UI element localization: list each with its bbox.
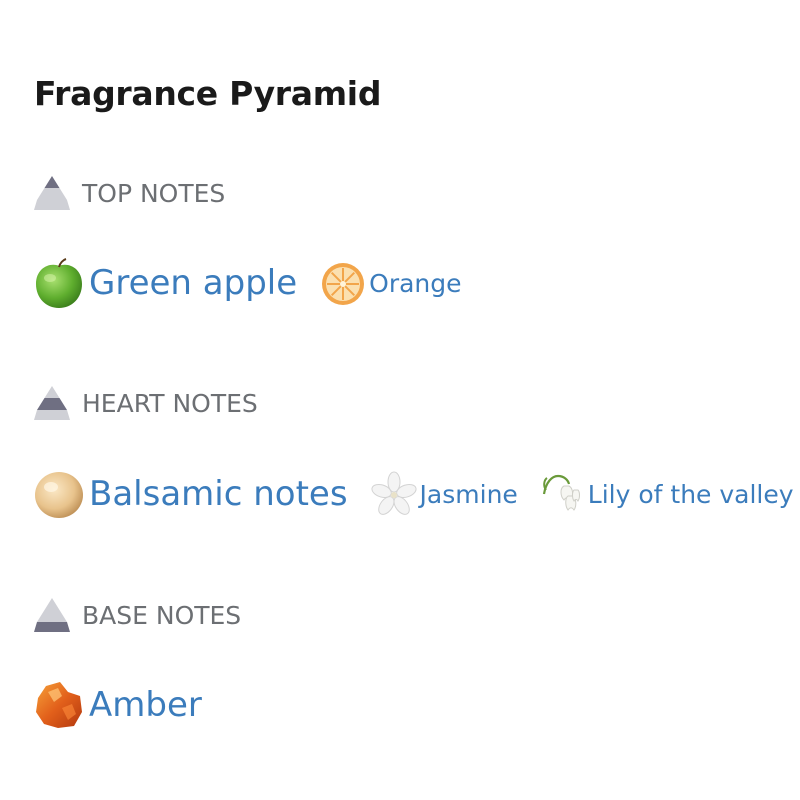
pyramid-base-icon	[34, 598, 70, 632]
balsamic-resin-icon	[35, 472, 83, 518]
note-name: Lily of the valley	[587, 479, 794, 509]
note-name: Amber	[89, 685, 202, 725]
section-label-heart-notes: HEART NOTES	[82, 388, 258, 418]
section-label-top-notes: TOP NOTES	[82, 178, 226, 208]
green-apple-icon	[36, 258, 82, 308]
orange-slice-icon	[322, 263, 365, 305]
notes-list-base: Amber	[32, 677, 202, 733]
note-balsamic-notes[interactable]: Balsamic notes	[32, 467, 348, 521]
section-header-top-notes: TOP NOTES	[33, 173, 225, 213]
note-name: Jasmine	[419, 479, 518, 509]
amber-stone-icon	[36, 682, 82, 728]
section-header-heart-notes: HEART NOTES	[33, 383, 258, 423]
note-name: Green apple	[89, 263, 298, 303]
note-green-apple[interactable]: Green apple	[32, 256, 297, 310]
section-label-base-notes: BASE NOTES	[82, 600, 242, 630]
note-orange[interactable]: Orange	[319, 259, 462, 307]
pyramid-top-icon	[34, 176, 70, 210]
page-title: Fragrance Pyramid	[34, 74, 382, 113]
section-header-base-notes: BASE NOTES	[33, 595, 241, 635]
jasmine-flower-icon	[370, 471, 417, 515]
note-lily-of-the-valley[interactable]: Lily of the valley	[538, 470, 794, 518]
lily-of-the-valley-icon	[542, 474, 580, 511]
notes-list-heart: Balsamic notes Jasmine Lily of th	[32, 466, 794, 522]
note-amber[interactable]: Amber	[32, 678, 202, 732]
note-jasmine[interactable]: Jasmine	[370, 470, 518, 518]
pyramid-middle-icon	[34, 386, 70, 420]
note-name: Balsamic notes	[89, 474, 348, 514]
notes-list-top: Green apple Orange	[32, 255, 462, 311]
note-name: Orange	[369, 268, 462, 298]
